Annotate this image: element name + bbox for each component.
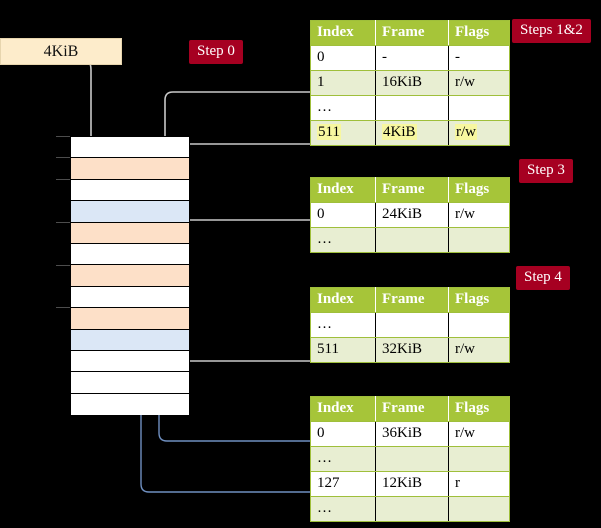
memory-cell [71,351,189,373]
memory-cell [71,222,189,244]
cell-flags [448,496,510,522]
memory-tick [56,265,70,266]
cell-frame: 36KiB [375,421,449,447]
memory-tick [56,157,70,158]
cell-flags [448,312,510,338]
column-header-flags: Flags [448,287,510,313]
memory-cell [71,137,189,159]
badge-step-0: Step 0 [189,40,243,64]
memory-cell [71,265,189,287]
virtual-address-box: 4KiB [0,38,122,65]
cell-frame [375,227,449,253]
cell-flags [448,446,510,472]
badge-steps-1-and-2-label: Steps 1&2 [520,22,583,38]
cell-frame: - [375,45,449,71]
table-row[interactable]: 0 24KiB r/w [310,202,510,228]
badge-step-4: Step 4 [516,266,570,290]
column-header-flags: Flags [448,177,510,203]
cell-flags: r [448,471,510,497]
table-row[interactable]: 511 4KiB r/w [310,120,510,146]
memory-cell [71,329,189,351]
cell-index: 0 [310,421,376,447]
page-table-level4: Index Frame Flags 0 - - 1 16KiB r/w … [310,20,510,146]
table-row[interactable]: … [310,95,510,121]
column-header-flags: Flags [448,396,510,422]
cell-flags: - [448,45,510,71]
column-header-frame: Frame [375,287,449,313]
page-table-level2: Index Frame Flags … 511 32KiB r/w [310,287,510,363]
memory-cell [71,179,189,202]
badge-step-3: Step 3 [519,159,573,183]
table-row[interactable]: … [310,496,510,522]
cell-index: 127 [310,471,376,497]
cell-frame: 4KiB [375,120,449,146]
cell-frame [375,446,449,472]
cell-index: 0 [310,202,376,228]
memory-cell [71,201,189,223]
column-header-index: Index [310,287,376,313]
table-row[interactable]: … [310,227,510,253]
column-header-index: Index [310,177,376,203]
memory-tick [56,307,70,308]
page-table-level3: Index Frame Flags 0 24KiB r/w … [310,177,510,253]
table-row[interactable]: 1 16KiB r/w [310,70,510,96]
cell-index: 511 [310,337,376,363]
cell-index: 1 [310,70,376,96]
cell-flags: r/w [448,421,510,447]
cell-flags: r/w [448,120,510,146]
cell-frame [375,312,449,338]
table-row[interactable]: 0 36KiB r/w [310,421,510,447]
memory-cell [71,286,189,309]
column-header-frame: Frame [375,396,449,422]
table-row[interactable]: 0 - - [310,45,510,71]
cell-flags: r/w [448,202,510,228]
column-header-frame: Frame [375,20,449,46]
column-header-index: Index [310,396,376,422]
cell-frame: 16KiB [375,70,449,96]
cell-flags: r/w [448,337,510,363]
cell-index: … [310,446,376,472]
cell-index: 0 [310,45,376,71]
table-header-row: Index Frame Flags [310,177,510,203]
cell-frame: 32KiB [375,337,449,363]
cell-flags: r/w [448,70,510,96]
cell-index: … [310,496,376,522]
physical-memory-column [70,136,190,415]
cell-flags [448,227,510,253]
memory-tick [56,136,70,137]
cell-flags [448,95,510,121]
table-row[interactable]: 511 32KiB r/w [310,337,510,363]
badge-step-0-label: Step 0 [197,43,235,59]
badge-step-3-label: Step 3 [527,162,565,178]
cell-index: … [310,312,376,338]
table-header-row: Index Frame Flags [310,396,510,422]
column-header-frame: Frame [375,177,449,203]
cell-frame [375,95,449,121]
badge-step-4-label: Step 4 [524,269,562,285]
memory-cell [71,393,189,415]
badge-steps-1-and-2: Steps 1&2 [512,19,591,43]
column-header-flags: Flags [448,20,510,46]
cell-index: … [310,227,376,253]
memory-cell [71,372,189,394]
table-header-row: Index Frame Flags [310,287,510,313]
memory-cell [71,158,189,180]
memory-cell [71,308,189,330]
table-row[interactable]: … [310,312,510,338]
cell-frame: 12KiB [375,471,449,497]
cell-index: … [310,95,376,121]
cell-frame: 24KiB [375,202,449,228]
cell-frame [375,496,449,522]
memory-tick [56,179,70,180]
table-row[interactable]: 127 12KiB r [310,471,510,497]
virtual-address-label: 4KiB [43,42,79,60]
cell-index: 511 [310,120,376,146]
memory-tick [56,222,70,223]
table-header-row: Index Frame Flags [310,20,510,46]
column-header-index: Index [310,20,376,46]
memory-cell [71,244,189,266]
page-table-level1: Index Frame Flags 0 36KiB r/w … 127 12Ki… [310,396,510,522]
table-row[interactable]: … [310,446,510,472]
